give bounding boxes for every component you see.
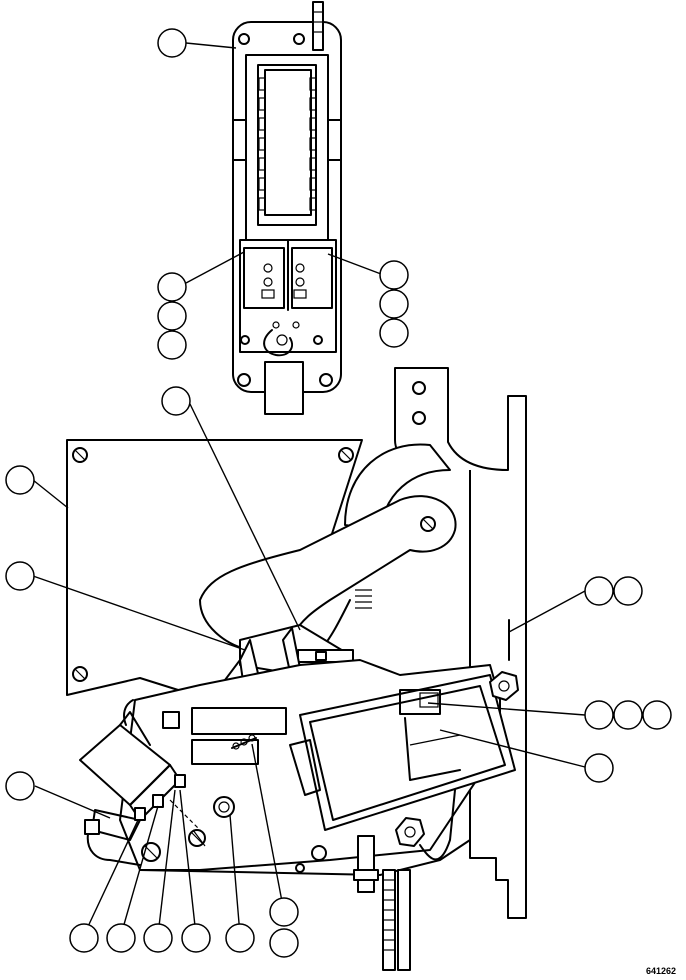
callout-bubble (5, 561, 35, 591)
callout-bubble (225, 923, 255, 953)
figure-id: 641262 (646, 966, 676, 976)
callout-bubble (613, 700, 643, 730)
switch-mechanism-assembly (66, 367, 527, 971)
callout-bubble (613, 576, 643, 606)
microswitch-module (79, 699, 186, 866)
callout-bubble (5, 465, 35, 495)
callout-bubble (161, 386, 191, 416)
callout-bubble (379, 289, 409, 319)
callout-bubble (5, 771, 35, 801)
callout-bubble (181, 923, 211, 953)
callout-bubble (157, 301, 187, 331)
callout-bubble (106, 923, 136, 953)
callout-bubble (69, 923, 99, 953)
coil-cells (258, 77, 317, 211)
callout-bubble (269, 928, 299, 958)
callout-bubble (269, 897, 299, 927)
callout-bubble (143, 923, 173, 953)
callout-bubble (642, 700, 672, 730)
callout-bubble (157, 28, 187, 58)
arm-spring (355, 589, 372, 609)
callout-bubble (584, 753, 614, 783)
callout-bubbles (5, 28, 672, 958)
callout-bubble (584, 700, 614, 730)
shaft-threads (383, 879, 395, 951)
callout-bubble (379, 260, 409, 290)
callout-bubble (379, 318, 409, 348)
leader-lines (32, 42, 586, 936)
callout-bubble (157, 272, 187, 302)
callout-bubble (157, 330, 187, 360)
top-relay-assembly (232, 1, 342, 415)
callout-bubble (584, 576, 614, 606)
